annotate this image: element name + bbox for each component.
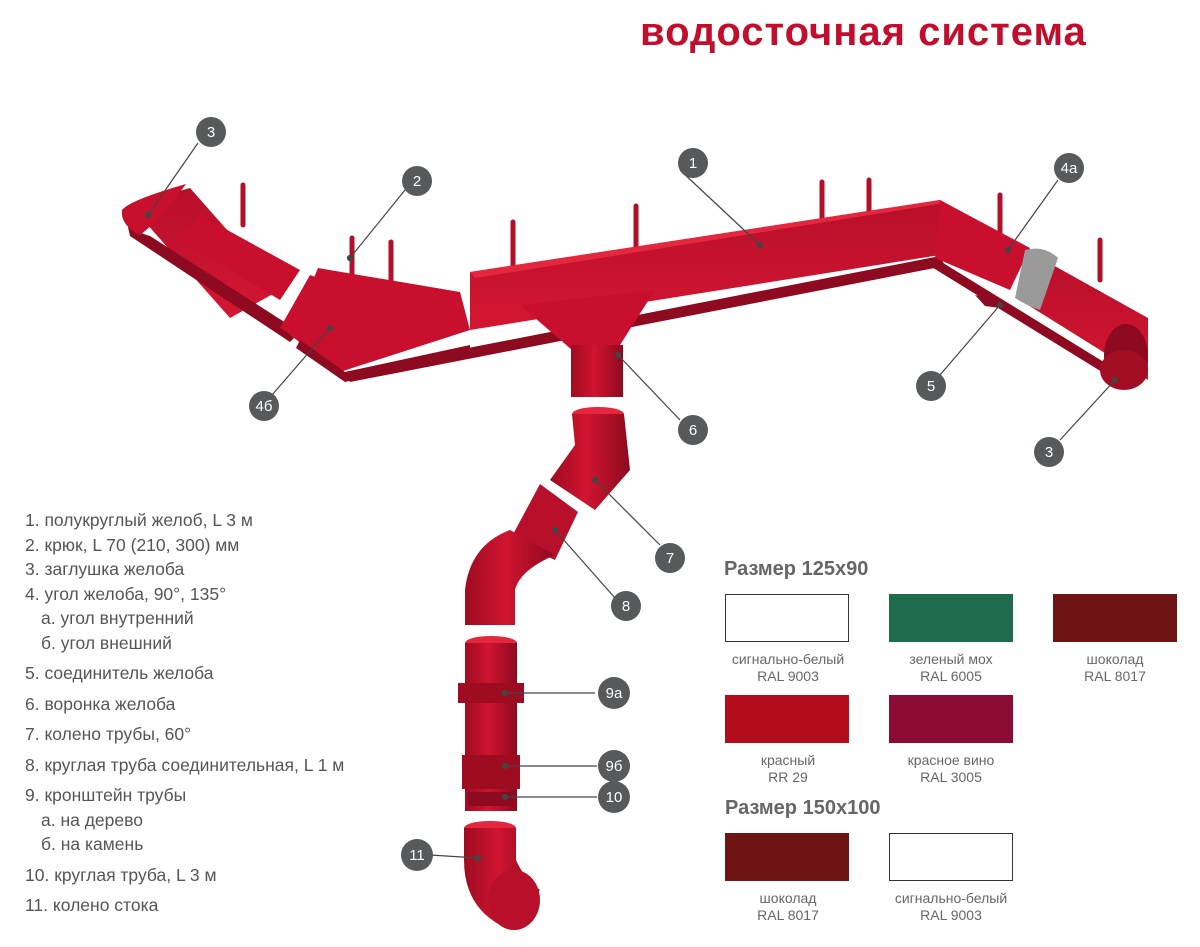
- legend-item: 6. воронка желоба: [25, 693, 176, 714]
- color-swatch: [889, 833, 1013, 881]
- callout-5: 5: [916, 371, 946, 401]
- leader-1: [679, 169, 761, 246]
- svg-text:10: 10: [606, 789, 623, 806]
- svg-text:3: 3: [207, 124, 215, 141]
- leader-4a: [1007, 179, 1059, 251]
- size-125-title: Размер 125x90: [724, 558, 869, 580]
- legend-subitem: б. на камень: [41, 834, 144, 854]
- swatch-label: красный RR 29: [760, 752, 816, 785]
- leader-2: [349, 189, 406, 259]
- svg-text:6: 6: [689, 422, 697, 439]
- gutter-connector: [975, 248, 1058, 310]
- leader-4b: [271, 327, 331, 396]
- svg-text:4б: 4б: [256, 398, 273, 415]
- callout-badges: 1 2 3 3 4а 4б 5 6 7 8 9а 9б 10 11: [196, 117, 1084, 871]
- leader-7: [594, 479, 661, 546]
- page-title: водосточная система: [640, 10, 1087, 54]
- swatch-label: зеленый мох RAL 6005: [909, 651, 993, 684]
- svg-text:3: 3: [1045, 444, 1053, 461]
- legend-subitem: а. угол внутренний: [41, 608, 194, 628]
- color-swatch: [1053, 594, 1177, 642]
- legend-item: 9. кронштейн трубы: [25, 785, 187, 805]
- callout-9b: 9б: [598, 750, 630, 782]
- color-swatch: [889, 695, 1013, 743]
- legend-item: 2. крюк, L 70 (210, 300) мм: [25, 534, 240, 555]
- legend-item: 4. угол желоба, 90°, 135°: [25, 583, 227, 604]
- legend-item: 7. колено трубы, 60°: [25, 724, 192, 744]
- leader-3-right: [1059, 379, 1116, 441]
- callout-10: 10: [598, 781, 630, 813]
- gutter-right-run: [930, 200, 1148, 388]
- svg-text:1: 1: [689, 155, 697, 172]
- svg-text:8: 8: [622, 598, 630, 615]
- callout-11: 11: [401, 839, 433, 871]
- callout-9a: 9а: [598, 677, 630, 709]
- swatch-label: шоколад RAL 8017: [1084, 651, 1146, 684]
- svg-text:5: 5: [927, 378, 935, 395]
- legend-item: 8. круглая труба соединительная, L 1 м: [25, 754, 345, 775]
- callout-4a: 4а: [1054, 153, 1084, 183]
- leader-11: [429, 854, 479, 859]
- svg-text:4а: 4а: [1061, 160, 1078, 177]
- callout-3-left: 3: [196, 117, 226, 147]
- downpipe: [458, 636, 524, 811]
- parts-legend: 1. полукруглый желоб, L 3 м 2. крюк, L 7…: [25, 508, 344, 918]
- callout-3-right: 3: [1034, 437, 1064, 467]
- legend-subitem: б. угол внешний: [41, 632, 172, 653]
- legend-subitem: а. на дерево: [41, 809, 143, 830]
- pipe-bracket-wood: [458, 683, 524, 703]
- color-swatch: [889, 594, 1013, 642]
- drain-elbow: [464, 821, 540, 930]
- svg-text:2: 2: [413, 173, 421, 190]
- leader-8: [554, 529, 616, 599]
- leader-6: [617, 354, 681, 421]
- svg-text:9а: 9а: [606, 685, 623, 702]
- legend-item: 1. полукруглый желоб, L 3 м: [25, 510, 253, 530]
- callout-4b: 4б: [249, 391, 279, 421]
- swatch-label: сигнально-белый RAL 9003: [731, 651, 845, 684]
- callout-leaders: [144, 142, 1119, 862]
- callout-7: 7: [655, 543, 685, 573]
- legend-item: 10. круглая труба, L 3 м: [25, 864, 217, 885]
- svg-text:9б: 9б: [606, 758, 623, 775]
- callout-1: 1: [678, 148, 708, 178]
- swatch-label: сигнально-белый RAL 9003: [894, 890, 1008, 923]
- swatch-label: красное вино RAL 3005: [907, 752, 995, 785]
- svg-text:7: 7: [666, 550, 674, 567]
- callout-6: 6: [678, 415, 708, 445]
- color-swatch: [725, 594, 849, 642]
- leader-3-left: [147, 142, 199, 216]
- gutter-end-cap-right: [1100, 350, 1148, 390]
- color-swatch: [725, 833, 849, 881]
- gutter-outer-corner: [290, 268, 470, 382]
- legend-item: 11. колено стока: [25, 895, 159, 915]
- callout-2: 2: [402, 166, 432, 196]
- gutter-funnel: [520, 290, 655, 397]
- callout-8: 8: [611, 591, 641, 621]
- leader-5: [939, 304, 1001, 376]
- svg-text:11: 11: [409, 847, 425, 864]
- size-150-title: Размер 150x100: [725, 797, 881, 819]
- swatch-label: шоколад RAL 8017: [757, 890, 819, 923]
- pipe-bracket-stone: [462, 755, 520, 789]
- color-swatch: [725, 695, 849, 743]
- legend-item: 5. соединитель желоба: [25, 663, 214, 683]
- legend-item: 3. заглушка желоба: [25, 559, 185, 579]
- downpipe-elbows: [465, 407, 630, 625]
